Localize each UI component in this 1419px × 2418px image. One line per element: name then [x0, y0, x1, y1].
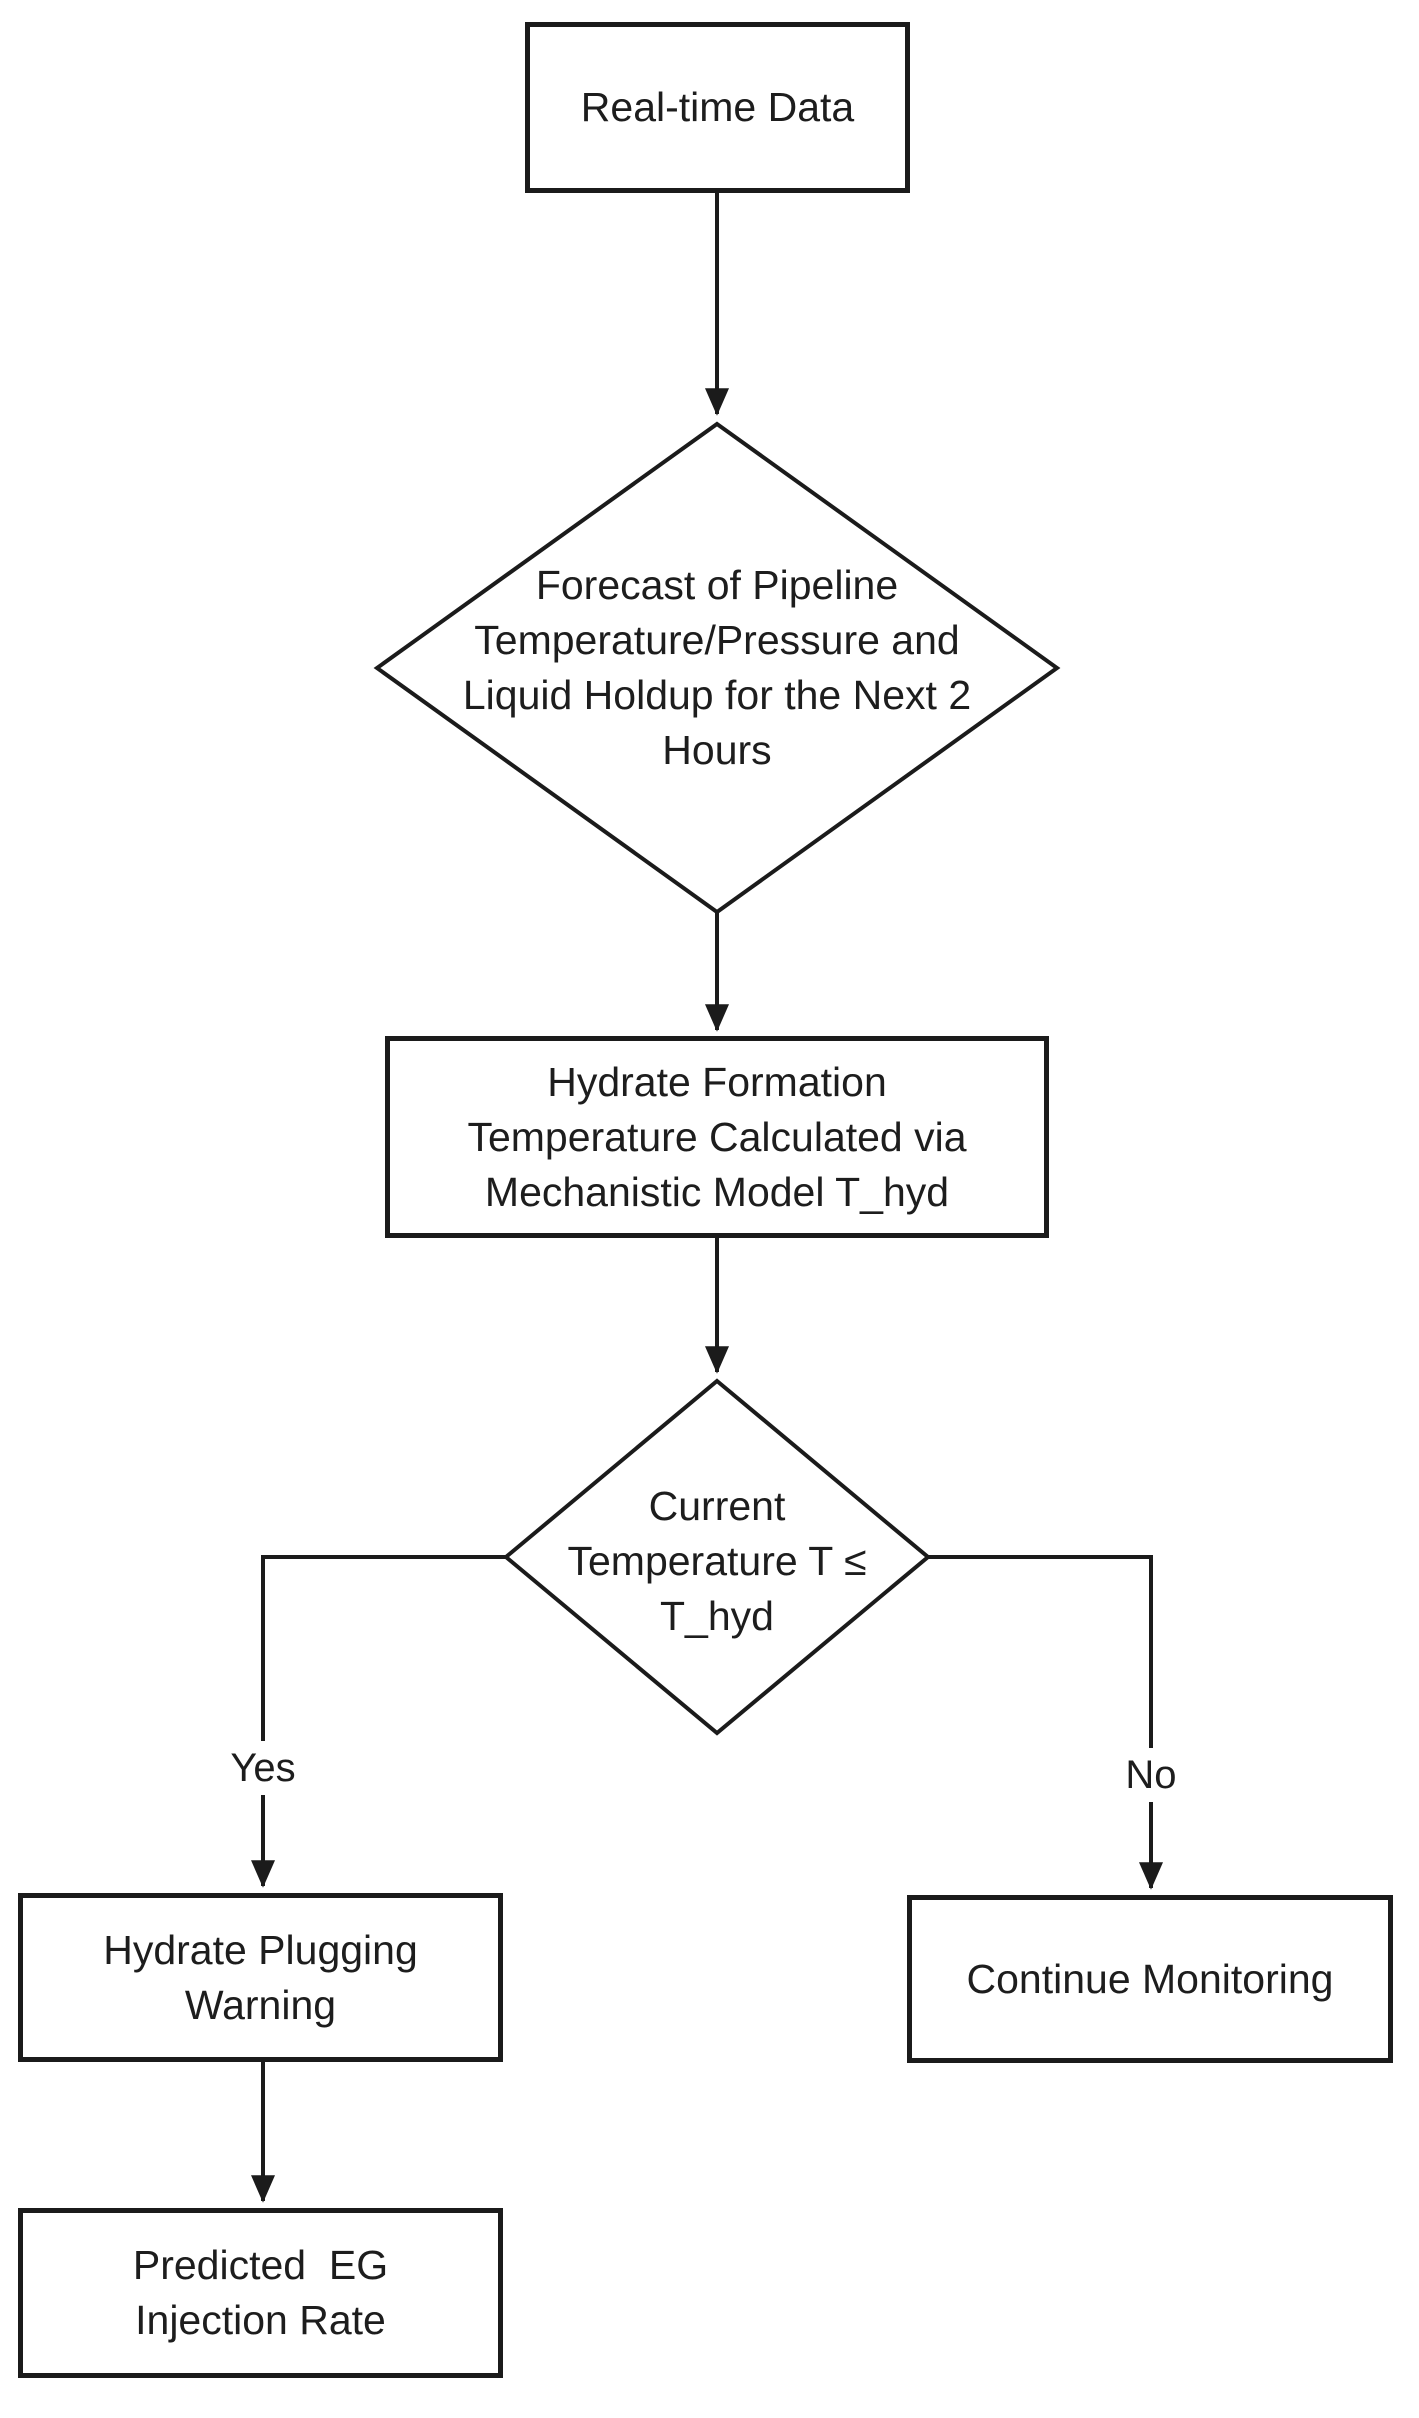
node-forecast-decision: Forecast of Pipeline Temperature/Pressur…: [397, 428, 1037, 908]
node-forecast-decision-label: Forecast of Pipeline Temperature/Pressur…: [462, 562, 972, 773]
edge-label-no: No: [1111, 1748, 1191, 1802]
diamond-outline: [373, 421, 1061, 915]
node-predicted-eg-injection-rate-label: Predicted EG Injection Rate: [132, 2242, 389, 2343]
node-continue-monitoring: Continue Monitoring: [907, 1895, 1393, 2063]
arrow-no-branch: [928, 1555, 1163, 1890]
edge-label-yes: Yes: [223, 1741, 303, 1795]
node-hydrate-plugging-warning-label: Hydrate Plugging Warning: [103, 1926, 418, 2028]
node-temperature-check: Current Temperature T ≤ T_hyd: [502, 1381, 932, 1741]
node-hydrate-formation-temperature-label: Hydrate Formation Temperature Calculated…: [467, 1058, 967, 1215]
node-continue-monitoring-label: Continue Monitoring: [966, 1955, 1334, 2002]
arrow-yes-branch: [251, 1555, 506, 1888]
diamond-outline: [502, 1378, 932, 1736]
node-forecast-decision-shape: [373, 421, 1061, 915]
node-hydrate-plugging-warning: Hydrate Plugging Warning: [18, 1893, 503, 2062]
node-real-time-data: Real-time Data: [525, 22, 910, 193]
node-predicted-eg-injection-rate: Predicted EG Injection Rate: [18, 2208, 503, 2378]
node-temperature-check-shape: [502, 1378, 932, 1736]
node-hydrate-formation-temperature: Hydrate Formation Temperature Calculated…: [385, 1036, 1049, 1238]
node-real-time-data-label: Real-time Data: [580, 84, 855, 130]
node-temperature-check-label: Current Temperature T ≤ T_hyd: [567, 1482, 867, 1639]
